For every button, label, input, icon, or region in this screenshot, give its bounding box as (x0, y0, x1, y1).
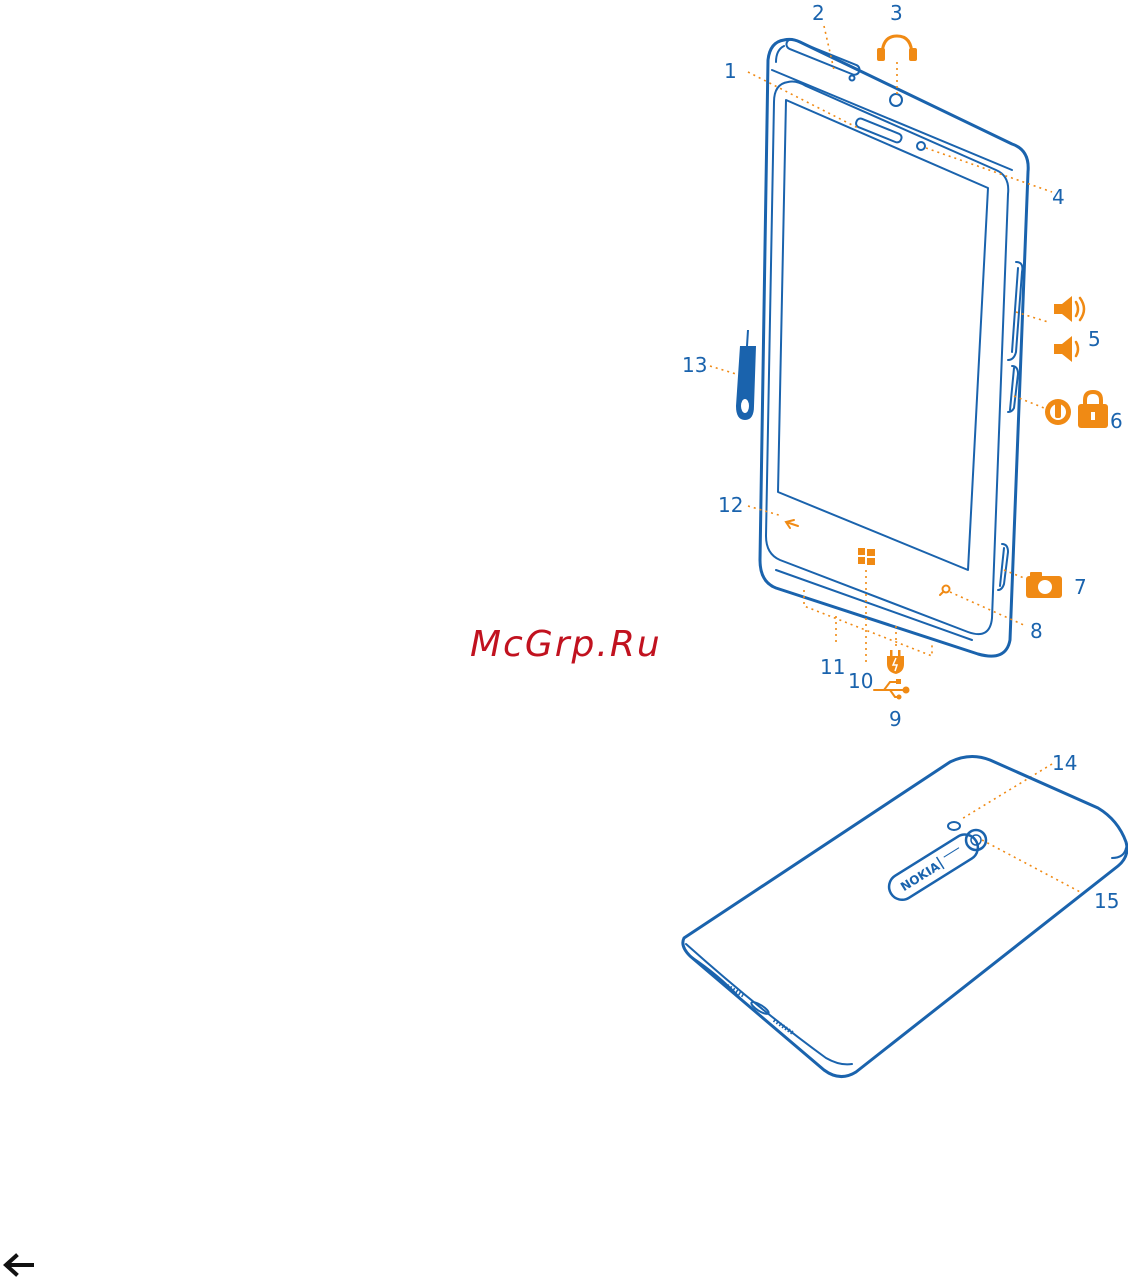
phone-back-lower-edge (686, 944, 852, 1064)
callout-9: 9 (889, 707, 902, 731)
phone-back-outline (683, 756, 1127, 1076)
callout-8: 8 (1030, 619, 1043, 643)
power-icon (1045, 399, 1071, 425)
leader-12 (748, 506, 782, 516)
callout-12: 12 (718, 493, 743, 517)
back-arrow-icon[interactable] (2, 1252, 36, 1278)
callout-1: 1 (724, 59, 737, 83)
callout-2: 2 (812, 1, 825, 25)
camera-icon (1026, 572, 1062, 598)
callout-6: 6 (1110, 409, 1123, 433)
watermark-text: McGrp.Ru (470, 624, 662, 665)
callout-13: 13 (682, 353, 707, 377)
callout-5: 5 (1088, 327, 1101, 351)
phone-front-view (760, 38, 1028, 656)
front-camera (917, 142, 925, 150)
callout-14: 14 (1052, 751, 1077, 775)
phone-top-bevel (772, 46, 1012, 170)
leader-14 (960, 764, 1052, 820)
windows-logo-icon (858, 548, 875, 565)
leader-11 (804, 590, 932, 656)
charger-plug-icon (887, 650, 904, 674)
sim-tool (736, 330, 756, 420)
leader-15 (982, 840, 1084, 894)
leader-8 (950, 592, 1026, 626)
callout-3: 3 (890, 1, 903, 25)
headset-connector (890, 94, 902, 106)
callout-15: 15 (1094, 889, 1119, 913)
sim-slot (785, 38, 861, 76)
camera-plate: NOKIA (884, 830, 983, 905)
phone-screen (778, 100, 988, 570)
softkeys (786, 520, 950, 595)
phone-bottom-edge (776, 570, 972, 640)
volume-up-icon (1054, 296, 1084, 322)
sim-eject-hole (850, 76, 855, 81)
callout-7: 7 (1074, 575, 1087, 599)
usb-icon (874, 679, 910, 700)
svg-text:NOKIA: NOKIA (898, 859, 943, 894)
camera-key (1000, 548, 1004, 586)
callout-11: 11 (820, 655, 845, 679)
search-icon (940, 586, 950, 596)
lock-icon (1078, 392, 1108, 428)
power-key (1010, 368, 1014, 410)
callout-10: 10 (848, 669, 873, 693)
back-icon (786, 520, 798, 528)
volume-down-icon (1054, 336, 1078, 362)
headphone-icon (877, 36, 917, 61)
callout-4: 4 (1052, 185, 1065, 209)
leader-13 (710, 366, 736, 374)
phone-back-view: NOKIA (683, 756, 1127, 1076)
camera-flash (948, 822, 960, 830)
